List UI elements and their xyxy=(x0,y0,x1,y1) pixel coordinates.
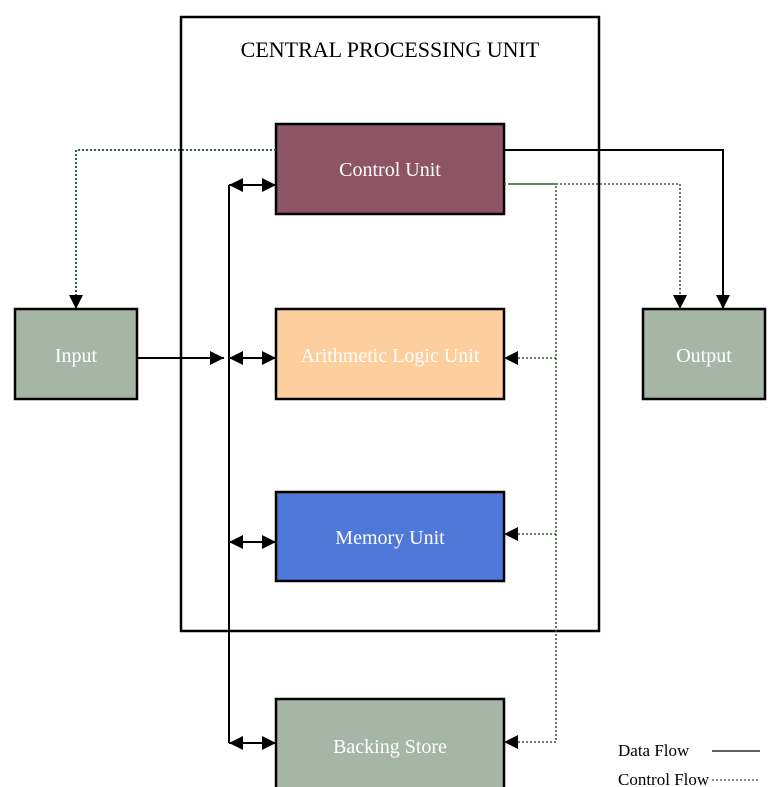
control-unit-box: Control Unit xyxy=(274,122,506,216)
input-rect xyxy=(13,307,139,401)
legend-control-flow-label: Control Flow xyxy=(618,770,710,787)
control-link-bus xyxy=(510,183,557,742)
alu-box: Arithmetic Logic Unit xyxy=(274,307,506,401)
input-box: Input xyxy=(13,307,139,401)
memory-unit-box: Memory Unit xyxy=(274,490,506,583)
memory-unit-label: Memory Unit xyxy=(335,527,445,549)
legend-data-flow-label: Data Flow xyxy=(618,741,690,760)
output-box: Output xyxy=(641,307,767,401)
alu-rect xyxy=(274,307,506,401)
backing-store-label: Backing Store xyxy=(333,736,447,758)
alu-label: Arithmetic Logic Unit xyxy=(301,345,480,367)
output-rect xyxy=(641,307,767,401)
cpu-title: CENTRAL PROCESSING UNIT xyxy=(241,37,540,62)
cpu-frame xyxy=(179,15,601,633)
control-link-input xyxy=(69,149,276,309)
control-unit-rect xyxy=(274,122,506,216)
backing-store-box: Backing Store xyxy=(274,697,506,787)
output-label: Output xyxy=(676,345,732,367)
control-unit-label: Control Unit xyxy=(339,159,441,181)
input-label: Input xyxy=(55,345,98,367)
data-link-output xyxy=(504,149,730,309)
backing-store-rect xyxy=(274,697,506,787)
control-link-output xyxy=(504,183,687,309)
legend: Data Flow Control Flow xyxy=(618,741,760,787)
